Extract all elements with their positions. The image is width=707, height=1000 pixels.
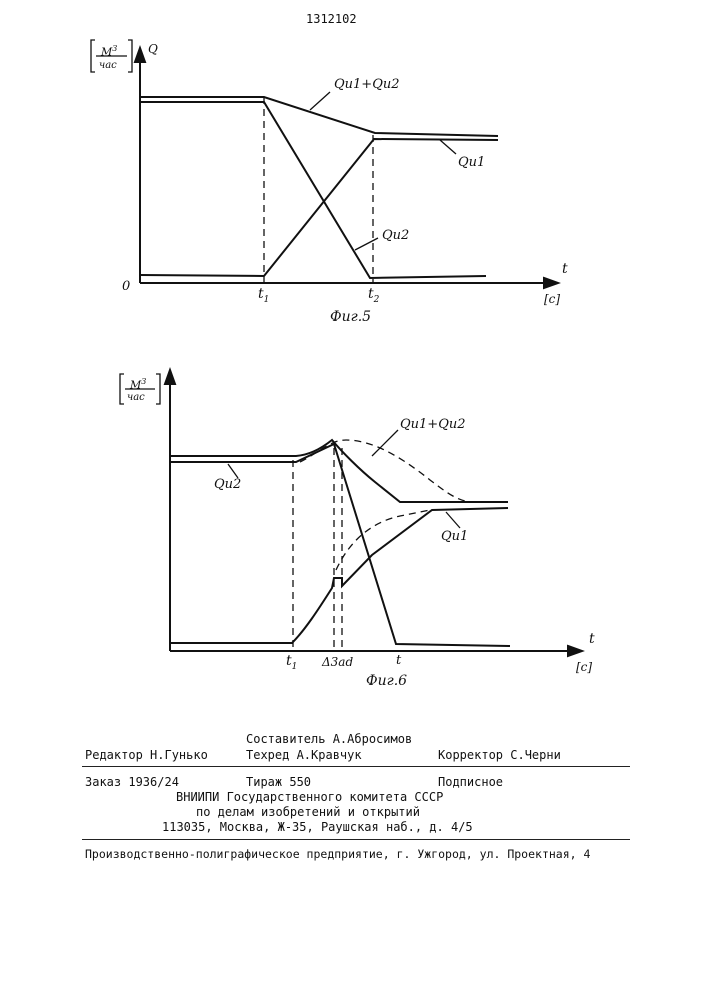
fig5-caption: Фиг.5: [330, 310, 371, 324]
footer-circulation: Тираж 550: [246, 775, 311, 789]
fig5-series-qu1: [140, 102, 486, 278]
fig6-y-arrow: [165, 370, 175, 384]
fig5-origin-label: 0: [122, 280, 130, 294]
footer-divider-bottom: [82, 839, 630, 840]
fig6-sum-leader: [372, 430, 398, 456]
footer-order: Заказ 1936/24: [85, 775, 179, 789]
fig5-qu2-leader: [355, 238, 378, 250]
fig6-series-qu2: [170, 444, 510, 646]
fig6-unit-exponent: 3: [141, 377, 146, 386]
fig6-caption: Фиг.6: [366, 674, 407, 688]
fig6-x-unit: [c]: [576, 660, 592, 674]
fig6-tick-t: t: [396, 654, 401, 668]
footer-org-line-1: ВНИИПИ Государственного комитета СССР: [176, 790, 443, 804]
fig6-series-sum: [170, 440, 508, 502]
fig6-sum-dashed: [300, 440, 506, 502]
fig5-x-unit: [c]: [544, 292, 560, 306]
footer-divider-top: [82, 766, 630, 767]
footer-editor: Редактор Н.Гунько: [85, 748, 208, 762]
fig5-y-arrow: [135, 48, 145, 62]
footer-address: 113035, Москва, Ж-35, Раушская наб., д. …: [162, 820, 473, 834]
fig6-label-qu2: Qu2: [214, 478, 241, 492]
fig6-x-axis-label: t: [589, 632, 595, 646]
footer-corrector: Корректор С.Черни: [438, 748, 561, 762]
footer-subscription: Подписное: [438, 775, 503, 789]
fig5-sum-leader: [310, 92, 330, 110]
fig5-q-axis-label: Q: [148, 42, 158, 56]
fig5-label-sum: Qu1+Qu2: [334, 78, 400, 92]
fig6-qu2-leader: [228, 464, 238, 478]
fig6-tick-delta: Δ3ad: [322, 655, 353, 669]
fig5-tick-t2: t2: [368, 287, 379, 307]
footer-org-line-2: по делам изобретений и открытий: [196, 805, 420, 819]
fig5-unit-denominator: час: [99, 59, 117, 73]
fig5-unit-numerator: M3: [101, 42, 117, 60]
fig5-x-axis-label: t: [562, 262, 568, 276]
fig5-qu1-leader: [440, 140, 456, 154]
fig6-qu1-dashed: [336, 510, 430, 570]
fig6-label-qu1: Qu1: [441, 530, 468, 544]
footer-enterprise: Производственно-полиграфическое предприя…: [85, 847, 590, 861]
fig6-unit-denominator: час: [127, 391, 145, 405]
fig6-unit-numerator: M3: [130, 375, 146, 393]
fig6-label-sum: Qu1+Qu2: [400, 418, 466, 432]
footer-techred: Техред А.Кравчук: [246, 748, 362, 762]
fig5-label-qu1: Qu1: [458, 156, 485, 170]
fig5-label-qu2: Qu2: [382, 229, 409, 243]
fig5-series-qu2: [140, 139, 498, 276]
fig5-tick-t1: t1: [258, 287, 269, 307]
fig6-tick-t1: t1: [286, 654, 297, 674]
footer-compiler: Составитель А.Абросимов: [246, 732, 412, 746]
fig5-unit-exponent: 3: [112, 44, 117, 53]
fig6-qu1-leader: [446, 512, 460, 528]
fig6-x-arrow: [568, 646, 582, 656]
fig5-x-arrow: [544, 278, 558, 288]
